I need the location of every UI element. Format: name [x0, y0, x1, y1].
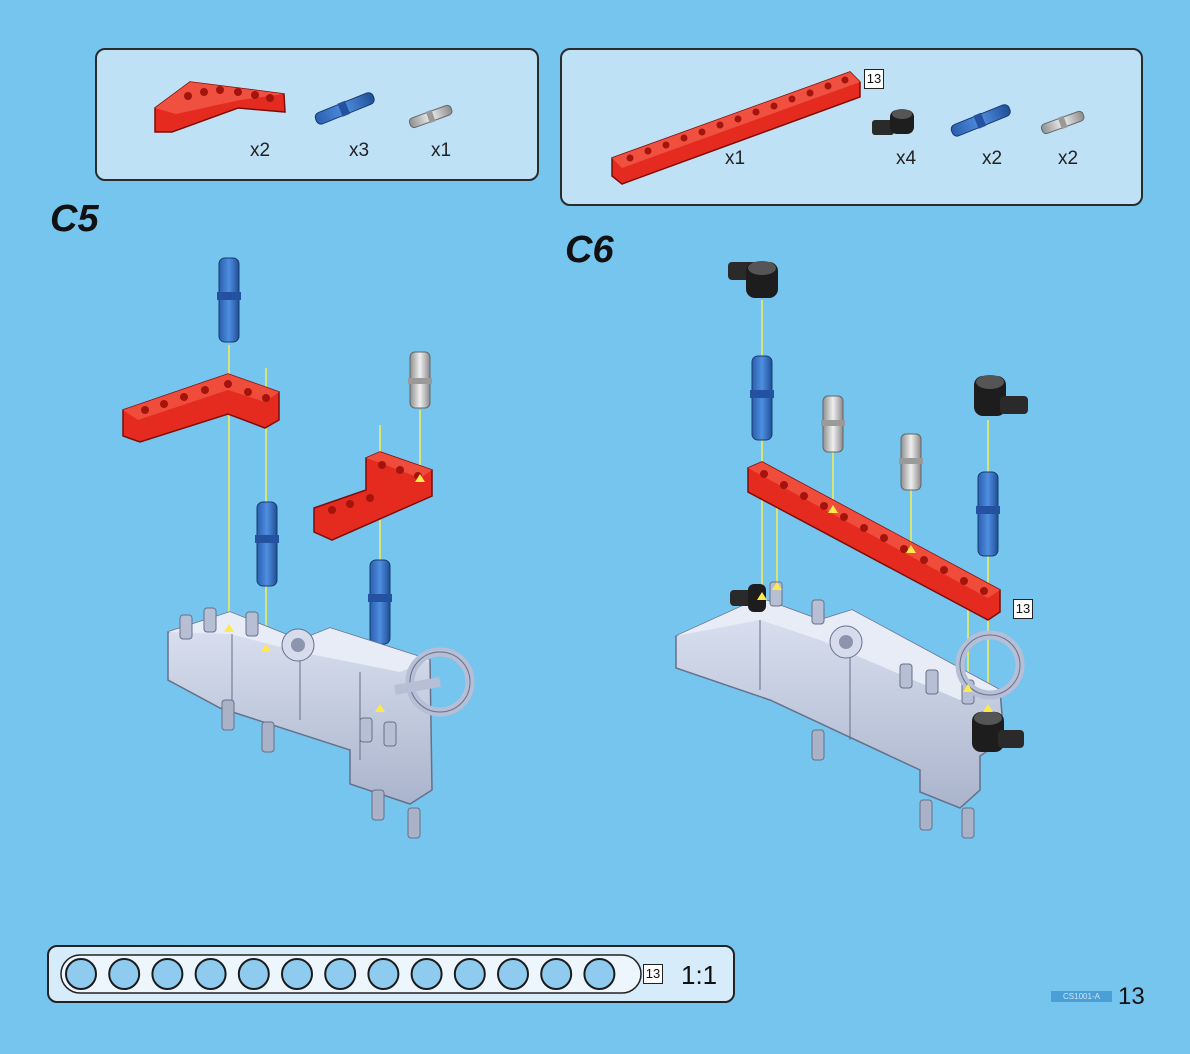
step-label-c5: C5: [50, 198, 99, 241]
part-blue-pin-icon-2: [949, 102, 1012, 138]
qty-blue-pin: x3: [349, 140, 369, 162]
ruler-hole: [368, 959, 398, 989]
c6-black-connector-4: [972, 711, 1024, 752]
c5-assembly: [123, 258, 470, 838]
c6-black-connector-1: [728, 261, 778, 298]
c5-gray-pin: [408, 352, 432, 408]
c5-red-angled-beam-2: [314, 452, 432, 540]
c6-gray-pin-2: [899, 434, 923, 490]
qty-gray-pin: x1: [431, 140, 451, 162]
ruler-hole: [152, 959, 182, 989]
ruler-hole: [282, 959, 312, 989]
ruler-hole: [66, 959, 96, 989]
c6-black-connector-2: [974, 375, 1028, 416]
c5-red-angled-beam-1: [123, 374, 279, 442]
beam-length-badge: 13: [864, 69, 884, 89]
part-blue-pin-icon: [313, 90, 376, 126]
c6-assembly: [676, 261, 1028, 838]
part-gray-pin-icon-2: [1040, 109, 1085, 135]
ruler-length-badge: 13: [643, 964, 663, 984]
qty-red-angled-beam: x2: [250, 140, 270, 162]
ruler-hole: [498, 959, 528, 989]
part-black-connector-icon: [872, 109, 914, 135]
qty-black-connector: x4: [896, 148, 916, 170]
qty-gray-pin-2: x2: [1058, 148, 1078, 170]
part-red-angled-beam-icon: [155, 82, 285, 132]
ruler-hole: [239, 959, 269, 989]
ruler-hole: [541, 959, 571, 989]
ruler-hole: [412, 959, 442, 989]
ruler-scale-label: 1:1: [681, 960, 717, 991]
ruler-hole: [455, 959, 485, 989]
ruler-holes: [57, 947, 657, 1001]
c5-blue-pin-mid: [255, 502, 279, 586]
qty-red-straight-beam: x1: [725, 148, 745, 170]
c6-beam-length-badge: 13: [1013, 599, 1033, 619]
c6-blue-pin-2: [976, 472, 1000, 556]
c5-gray-frame: [168, 608, 470, 838]
c6-gray-pin-1: [821, 396, 845, 452]
ruler-hole: [325, 959, 355, 989]
c6-red-straight-beam: [748, 462, 1000, 620]
ruler-hole: [584, 959, 614, 989]
part-gray-pin-icon: [408, 103, 453, 129]
ruler-hole: [196, 959, 226, 989]
page-number: 13: [1118, 983, 1145, 1011]
step-label-c6: C6: [565, 229, 614, 272]
c5-blue-pin-top: [217, 258, 241, 342]
ruler-hole: [109, 959, 139, 989]
qty-blue-pin-2: x2: [982, 148, 1002, 170]
c6-blue-pin-1: [750, 356, 774, 440]
beam-ruler: 13 1:1: [47, 945, 735, 1003]
product-code: CS1001-A: [1051, 991, 1112, 1002]
c5-blue-pin-right: [368, 560, 392, 644]
